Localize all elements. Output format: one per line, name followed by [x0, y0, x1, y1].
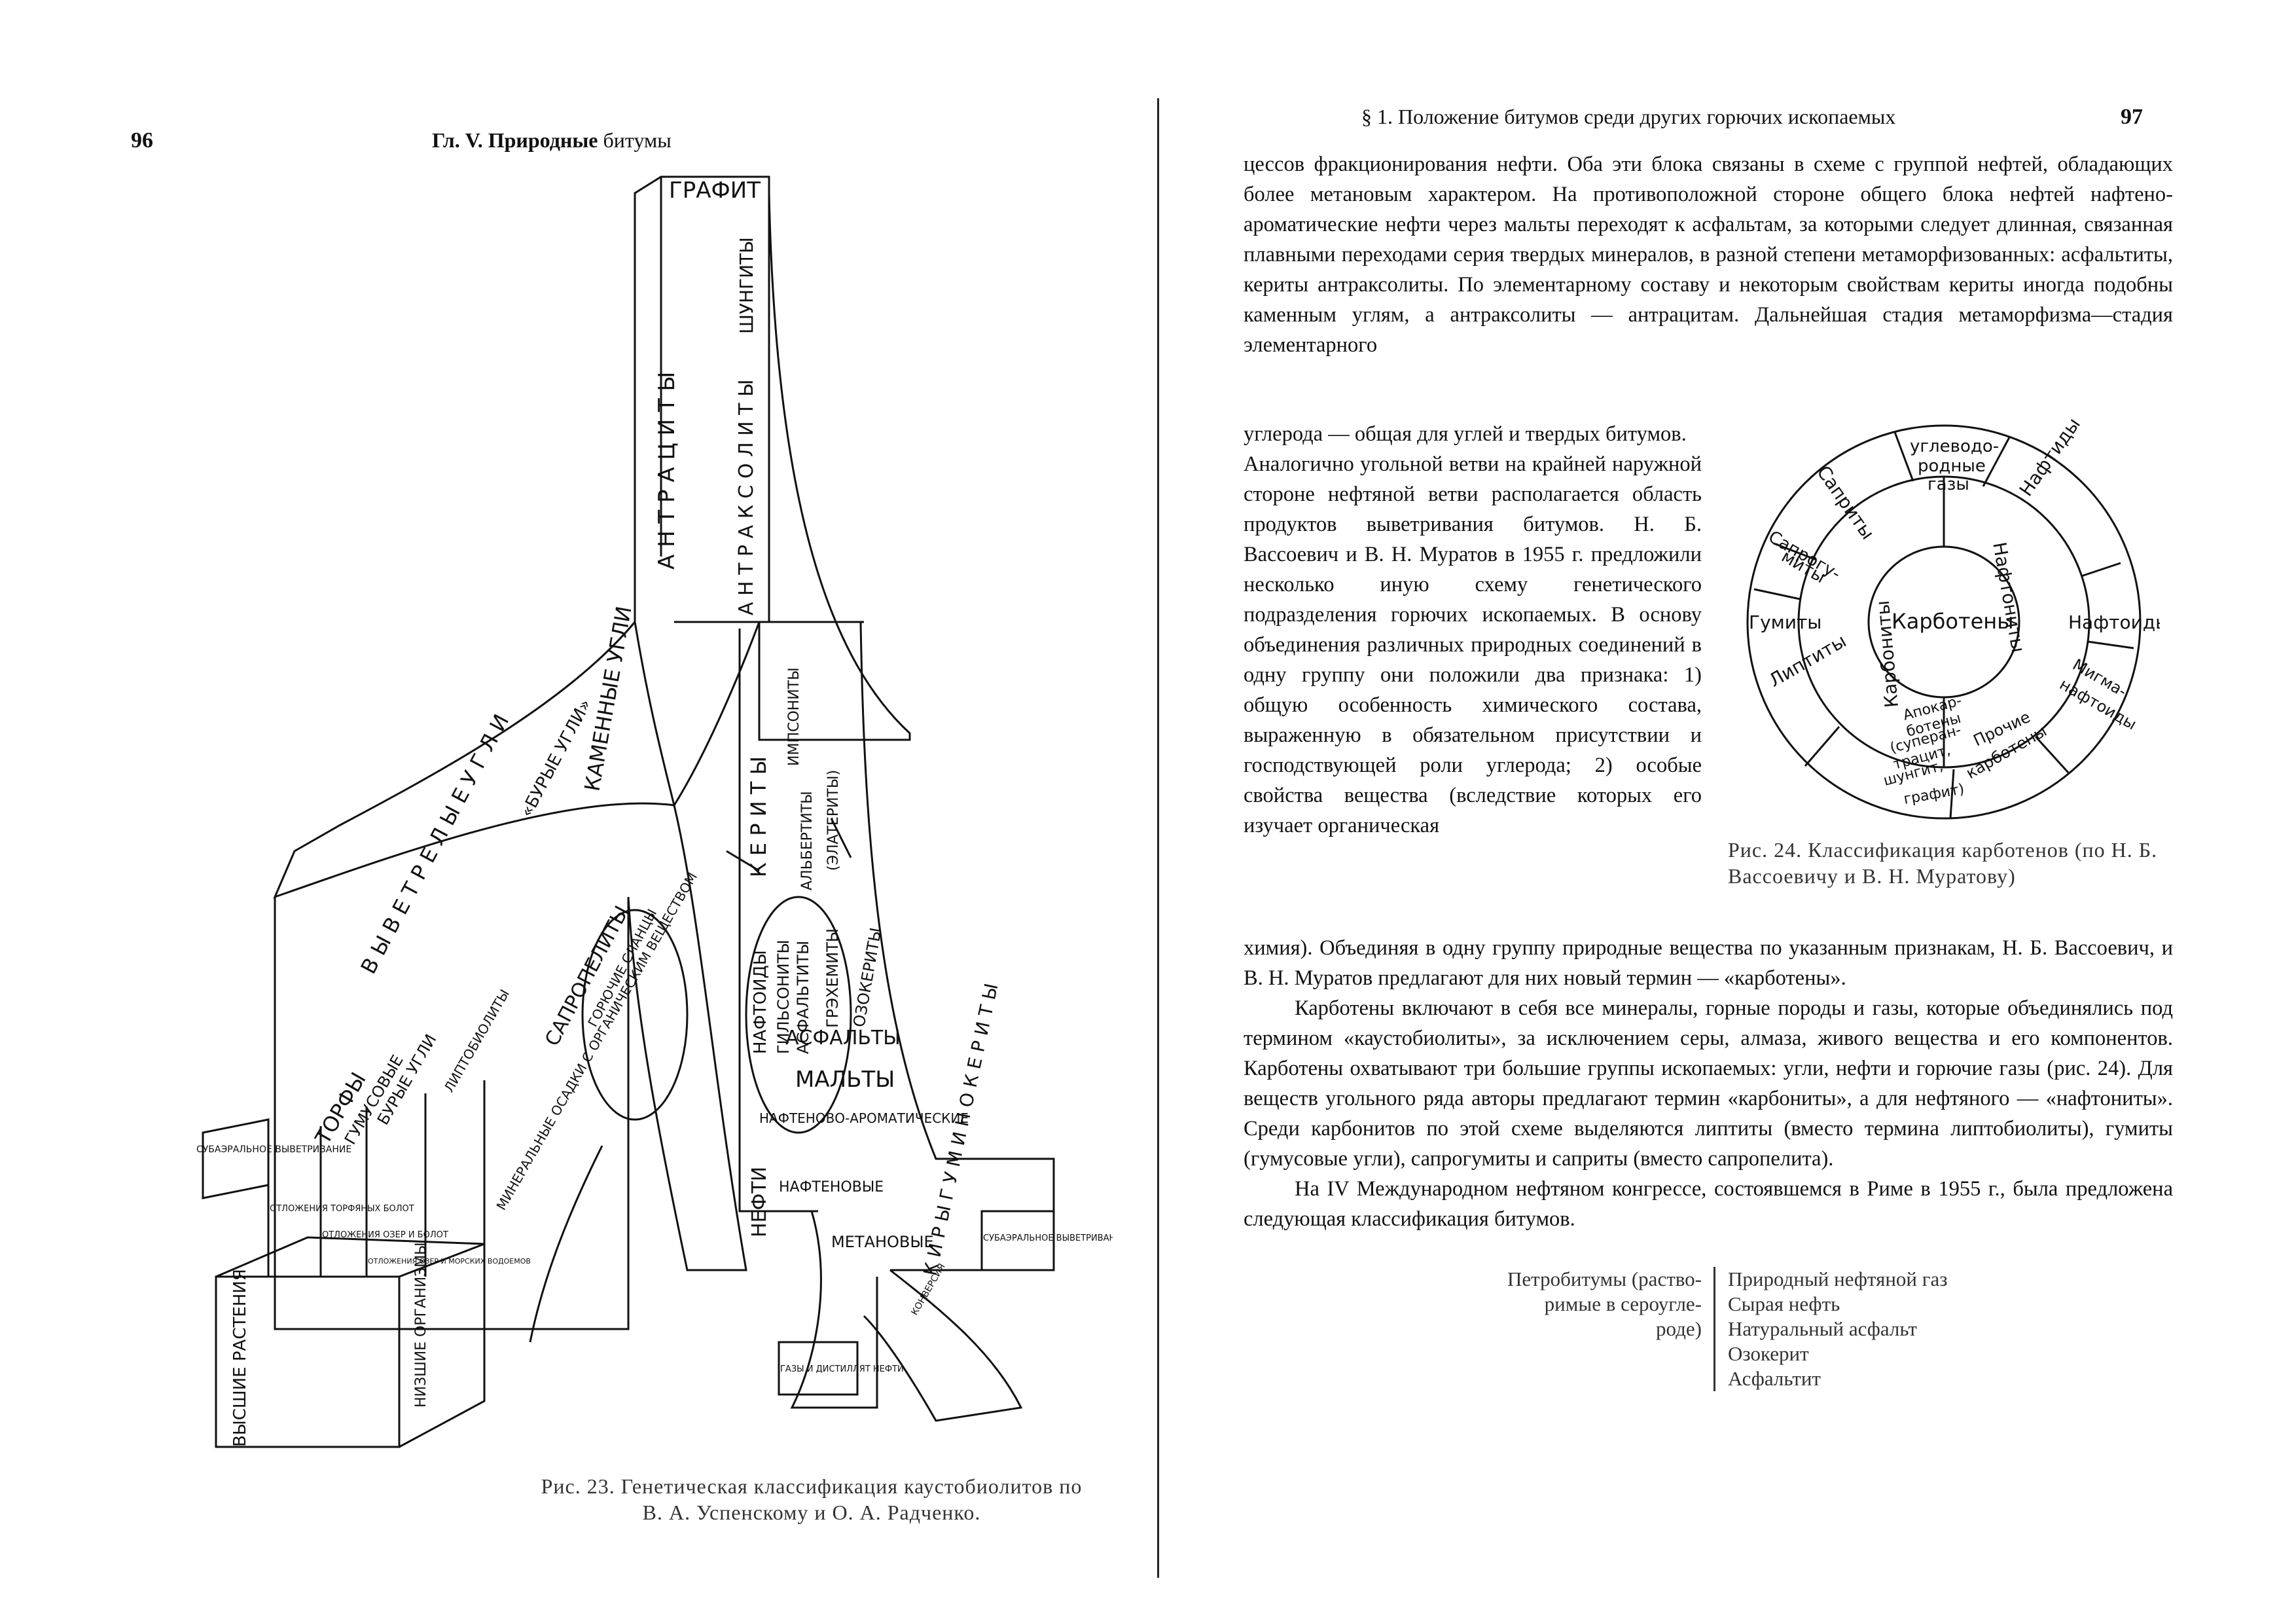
paragraph-4: На IV Международном нефтяном конгрессе, … [1244, 1174, 2173, 1234]
label-vysshie-rasteniya: ВЫСШИЕ РАСТЕНИЯ [230, 1269, 250, 1447]
page-divider [1157, 98, 1159, 1578]
paragraph-2-start: Аналогично угольной ветви на крайней нар… [1244, 449, 1702, 841]
label-vyvetrelye-ugli: В Ы В Е Т Р Е Л Ы Е У Г Л И [356, 710, 514, 978]
label-naftenovo-aromaticheskie: НАФТЕНОВО-АРОМАТИЧЕСКИЕ [759, 1110, 969, 1126]
paragraph-3: Карботены включают в себя все минералы, … [1244, 993, 2173, 1174]
body-text-full-1: цессов фракционирования нефти. Оба эти б… [1244, 149, 2173, 360]
label-malty: МАЛЬТЫ [795, 1067, 895, 1093]
label-impsonity: ИМПСОНИТЫ [786, 667, 802, 766]
wheel-liptity: Липтиты [1765, 630, 1850, 691]
wheel-apokarb-6: графит) [1903, 781, 1965, 808]
figure-24-wheel: Карботены Карбониты Нафтониты углеводо- … [1728, 412, 2160, 831]
label-naftoidy: НАФТОИДЫ [751, 950, 770, 1054]
label-nizshie-organizmy: НИЗШИЕ ОРГАНИЗМЫ [413, 1242, 429, 1408]
figure-23-caption: Рис. 23. Генетическая классификация каус… [537, 1473, 1086, 1525]
label-otlozheniya-ozer-bolot: ОТЛОЖЕНИЯ ОЗЕР И БОЛОТ [322, 1230, 448, 1240]
left-page-number: 96 [131, 128, 153, 153]
label-elaterity: (ЭЛАТЕРИТЫ) [825, 770, 842, 871]
classification-item: Асфальтит [1728, 1366, 2121, 1391]
label-antraksolity: А Н Т Р А К С О Л И Т Ы [735, 379, 758, 615]
wheel-naftidy: Нафтиды [2015, 414, 2085, 500]
label-naftenovye: НАФТЕНОВЫЕ [779, 1179, 884, 1195]
classification-list: Природный нефтяной газ Сырая нефть Натур… [1728, 1267, 2121, 1391]
label-grakhamity: ГРЭХЕМИТЫ [823, 928, 842, 1028]
label-liptobiolity: ЛИПТОБИОЛИТЫ [441, 987, 512, 1095]
figure-24-caption: Рис. 24. Классификация карботенов (по Н.… [1728, 837, 2160, 889]
classification-brace [1713, 1267, 1715, 1391]
label-metanovye: МЕТАНОВЫЕ [831, 1233, 934, 1251]
paragraph-1: цессов фракционирования нефти. Оба эти б… [1244, 149, 2173, 360]
paragraph-2-end: химия). Объединяя в одну группу природны… [1244, 933, 2173, 993]
classification-item: Природный нефтяной газ [1728, 1267, 2121, 1292]
label-subaeralnoe-left: СУБАЭРАЛЬНОЕ ВЫВЕТРИВАНИЕ [196, 1144, 351, 1155]
wheel-uglevodorodnye-2: родные [1918, 456, 1986, 476]
label-mineralnye: МИНЕРАЛЬНЫЕ ОСАДКИ С ОРГАНИЧЕСКИМ ВЕЩЕСТ… [493, 869, 701, 1213]
running-head-title: битумы [603, 128, 672, 152]
classification-left-3: роде) [1440, 1317, 1702, 1341]
label-otlozheniya-morskih: ОТЛОЖЕНИЯ ОЗЕР И МОРСКИХ ВОДОЕМОВ [368, 1257, 531, 1266]
classification-left-1: Петробитумы (раство- [1440, 1267, 1702, 1292]
wheel-uglevodorodnye-1: углеводо- [1910, 437, 1999, 456]
label-gazy: ГАЗЫ И ДИСТИЛЛЯТ НЕФТИ [780, 1364, 904, 1374]
label-otlozheniya-torfyanyh: ОТЛОЖЕНИЯ ТОРФЯНЫХ БОЛОТ [270, 1204, 414, 1214]
classification-left-2: римые в сероугле- [1440, 1292, 1702, 1317]
classification-item: Озокерит [1728, 1341, 2121, 1366]
wheel-gumity: Гумиты [1749, 611, 1821, 633]
right-page-number: 97 [2121, 105, 2143, 130]
figure-23-diagram: ГРАФИТ ШУНГИТЫ А Н Т Р А Ц И Т Ы А Н Т Р… [177, 164, 1113, 1473]
body-text-narrow: углерода — общая для углей и твердых бит… [1244, 419, 1702, 841]
wheel-naftonity: Нафтониты [1988, 540, 2029, 654]
wheel-center: Карботены [1892, 609, 2013, 634]
label-antracity: А Н Т Р А Ц И Т Ы [654, 372, 680, 570]
label-shungity: ШУНГИТЫ [736, 237, 757, 334]
label-subaeralnoe-right: СУБАЭРАЛЬНОЕ ВЫВЕТРИВАНИЕ [983, 1233, 1113, 1243]
wheel-uglevodorodnye-3: газы [1928, 475, 1969, 494]
classification-item: Натуральный асфальт [1728, 1317, 2121, 1341]
wheel-naftoidy: Нафтоиды [2068, 611, 2160, 633]
label-albertity: АЛЬБЕРТИТЫ [799, 791, 816, 890]
label-asfalty: АСФАЛЬТЫ [785, 1027, 901, 1049]
running-head-chapter: Гл. V. Природные [432, 128, 598, 152]
label-kerity: К Е Р И Т Ы [746, 756, 771, 877]
classification-item: Сырая нефть [1728, 1292, 2121, 1317]
label-nefti: НЕФТИ [748, 1167, 771, 1237]
classification-left: Петробитумы (раство- римые в сероугле- р… [1440, 1267, 1702, 1341]
label-grafit: ГРАФИТ [669, 177, 761, 204]
body-text-full-2: химия). Объединяя в одну группу природны… [1244, 933, 2173, 1234]
paragraph-1-tail: углерода — общая для углей и твердых бит… [1244, 419, 1702, 449]
left-running-head: Гл. V. Природные битумы [432, 128, 672, 153]
right-running-head: § 1. Положение битумов среди других горю… [1361, 105, 1895, 129]
label-kamennye-ugli: КАМЕННЫЕ УГЛИ [579, 604, 636, 793]
wheel-sapprity: Сaприты [1812, 462, 1878, 543]
label-ozokerity: ОЗОКЕРИТЫ [850, 926, 885, 1029]
